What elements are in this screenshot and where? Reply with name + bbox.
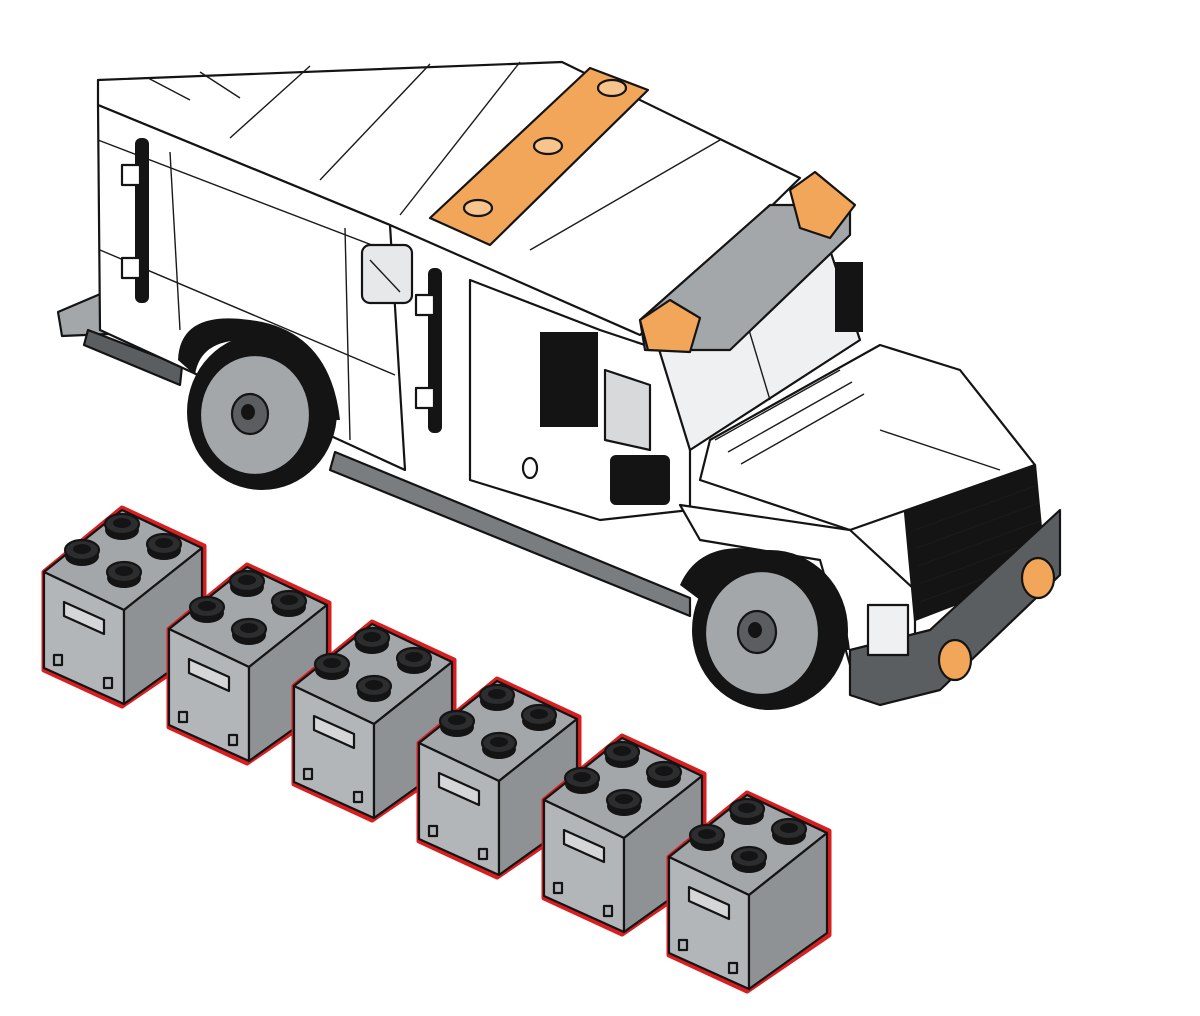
headlight bbox=[866, 603, 910, 657]
side-running-board bbox=[328, 450, 692, 618]
rear-bumper bbox=[56, 290, 184, 387]
side-mirror bbox=[610, 455, 670, 505]
cab-side bbox=[468, 278, 692, 522]
part-brick-2x2-container bbox=[41, 505, 207, 709]
part-brick-2x2-container bbox=[416, 676, 582, 880]
beacon-front bbox=[788, 170, 857, 240]
beacon-rear bbox=[638, 298, 702, 354]
roof-light-bar bbox=[428, 66, 857, 354]
fog-light-left bbox=[937, 638, 973, 682]
rear-wheel bbox=[178, 318, 340, 490]
part-brick-2x2-container bbox=[166, 562, 332, 766]
cab-door-opening bbox=[540, 332, 598, 427]
side-grab-bar bbox=[414, 268, 442, 433]
fog-light-right bbox=[1020, 556, 1056, 600]
hood-vents bbox=[714, 369, 865, 465]
side-window bbox=[360, 243, 414, 305]
part-brick-2x2-container bbox=[291, 619, 457, 823]
door-handle bbox=[521, 456, 539, 480]
new-parts-row bbox=[41, 505, 832, 994]
part-brick-2x2-container bbox=[666, 790, 832, 994]
rear-grab-bar bbox=[120, 138, 149, 303]
armored-truck-model bbox=[56, 60, 1062, 710]
front-wheel bbox=[680, 548, 850, 710]
front-bumper bbox=[848, 508, 1062, 707]
